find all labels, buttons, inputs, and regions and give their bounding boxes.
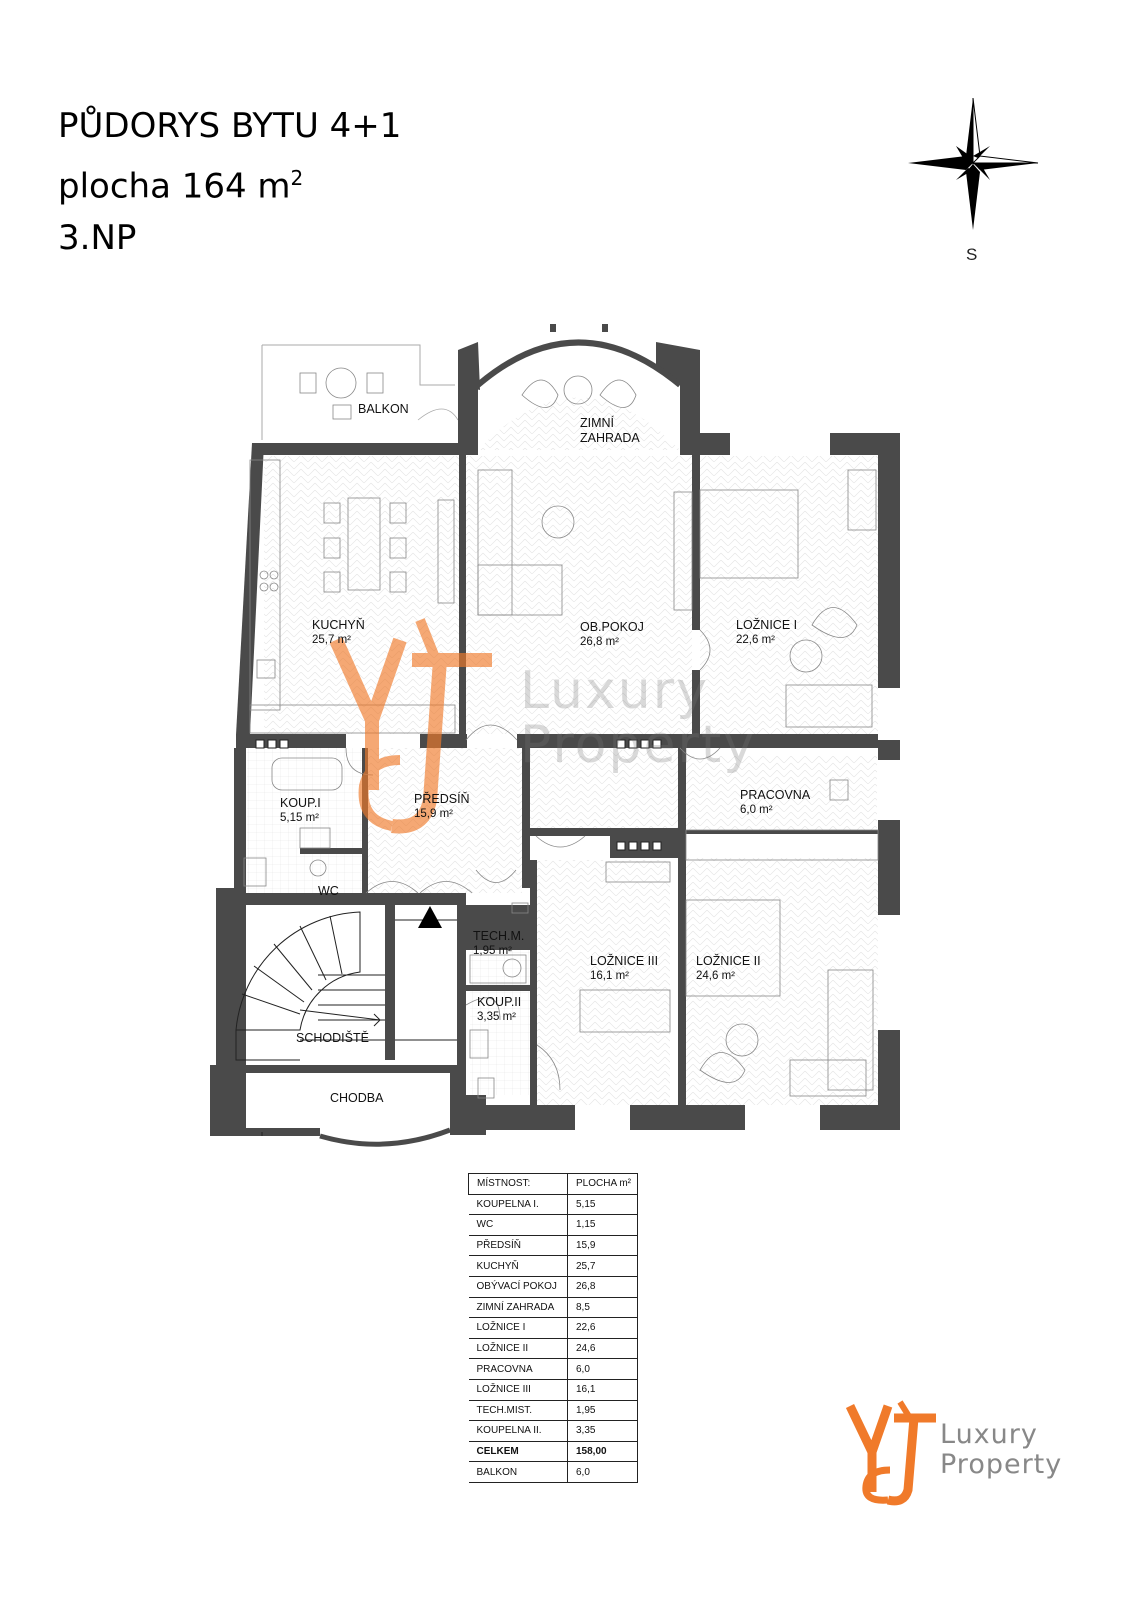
room-label-zahrada: ZAHRADA [580,431,640,445]
plan-floor: 3.NP [58,218,137,259]
room-label-chodba: CHODBA [330,1091,384,1105]
room-label-loznice2: LOŽNICE II 24,6 m² [696,954,761,982]
room-label-kuchyn: KUCHYŇ 25,7 m² [312,618,365,646]
compass-icon [908,97,1039,230]
room-label-wc: WC [318,884,339,898]
plan-title-block: PŮDORYS BYTU 4+1 plocha 164 m2 3.NP [58,100,401,264]
brand-logo-icon [845,1400,936,1506]
table-row: KOUPELNA II.3,35 [468,1420,639,1442]
room-label-balkon: BALKON [358,402,409,416]
room-label-koup2: KOUP.II 3,35 m² [477,995,522,1023]
room-label-schodiste: SCHODIŠTĚ [296,1031,369,1045]
room-label-techm: TECH.M. 1,95 m² [473,929,525,957]
room-label-obpokoj: OB.POKOJ 26,8 m² [580,620,644,648]
room-label-loznice1: LOŽNICE I 22,6 m² [736,618,798,646]
room-label-pracovna: PRACOVNA 6,0 m² [740,788,811,816]
balcony-outline [261,344,459,440]
brand-logo-text: Luxury Property [940,1419,1063,1480]
room-label-zimni: ZIMNÍ [580,416,615,430]
chodba-curve [319,1127,451,1147]
table-row: KOUPELNA I.5,15 [468,1194,639,1216]
watermark-text: Luxury Property [520,661,757,775]
room-label-koup1: KOUP.I 5,15 m² [280,796,321,824]
room-label-loznice3: LOŽNICE III 16,1 m² [590,954,659,982]
chodba-left-wall [210,1065,218,1135]
plan-title: PŮDORYS BYTU 4+1 [58,106,402,146]
room-label-predsin: PŘEDSÍŇ 15,9 m² [414,792,470,820]
table-row: TECH.MIST.1,95 [468,1400,639,1422]
area-table-header: MÍSTNOST: PLOCHA m² [468,1173,639,1195]
entrance-arrow-icon [418,906,442,928]
compass-south-label: S [966,245,978,264]
plan-area: plocha 164 m2 [58,166,304,207]
